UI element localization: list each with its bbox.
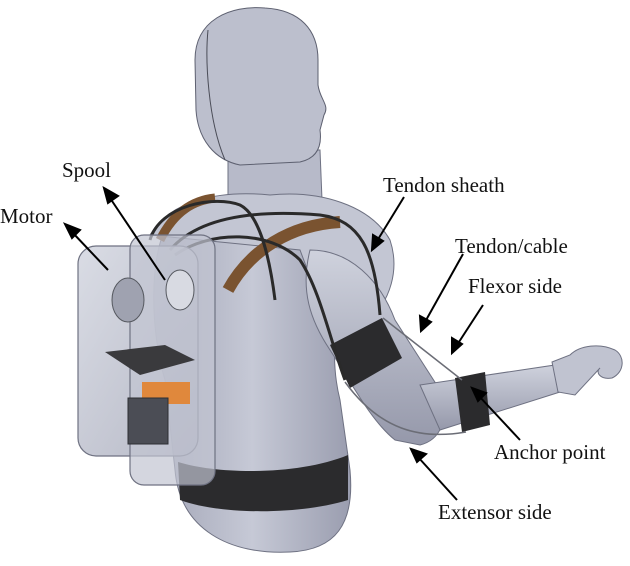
forearm-band <box>455 372 490 432</box>
label-spool: Spool <box>62 158 112 182</box>
label-tendon-cable: Tendon/cable <box>455 234 568 258</box>
tendon-cables <box>344 317 467 436</box>
upper-arm-band <box>330 318 402 388</box>
spool <box>165 269 195 311</box>
annotation-arrows <box>62 185 521 501</box>
hand <box>551 345 623 396</box>
label-extensor-side: Extensor side <box>438 500 552 524</box>
label-flexor-side: Flexor side <box>468 274 562 298</box>
label-motor: Motor <box>0 204 53 228</box>
forearm <box>419 364 561 431</box>
waist-belt <box>178 455 348 512</box>
label-anchor-point: Anchor point <box>494 440 606 464</box>
mannequin-head <box>194 7 327 166</box>
actuator-box <box>77 234 216 486</box>
label-tendon-sheath: Tendon sheath <box>383 173 505 197</box>
motor <box>111 277 145 323</box>
